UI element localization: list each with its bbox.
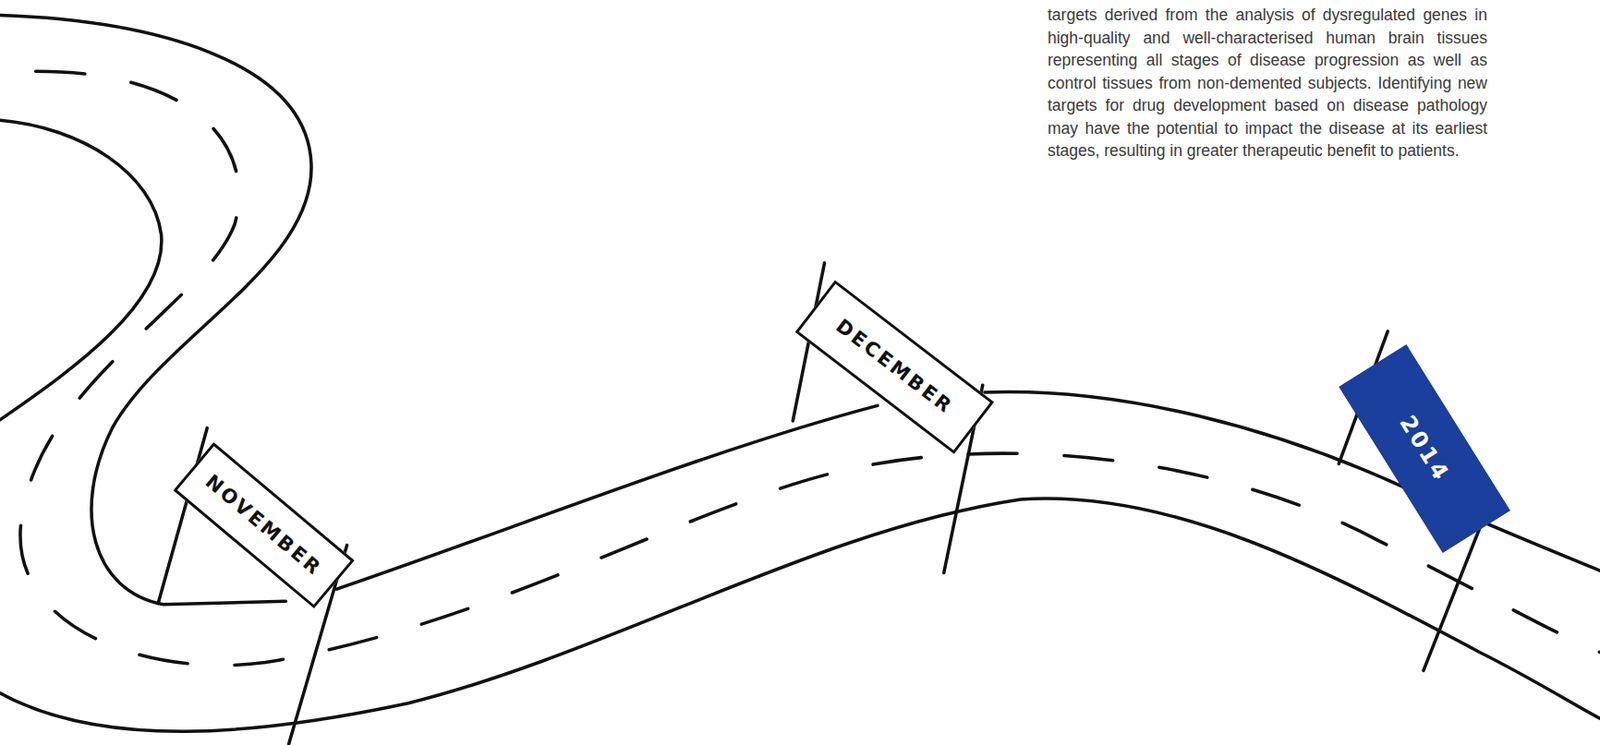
month-flag: 2014 — [1338, 344, 1510, 554]
month-flag: DECEMBER — [795, 280, 994, 455]
road-edge — [984, 392, 1600, 572]
flag-label: NOVEMBER — [200, 470, 327, 581]
flag-pole — [157, 428, 207, 605]
road-centerline — [20, 71, 1600, 666]
month-flag: NOVEMBER — [172, 442, 354, 609]
flag-label: DECEMBER — [832, 315, 958, 420]
flag-label: 2014 — [1393, 411, 1455, 487]
road-edge — [0, 120, 162, 421]
body-paragraph: targets derived from the analysis of dys… — [1047, 3, 1488, 163]
